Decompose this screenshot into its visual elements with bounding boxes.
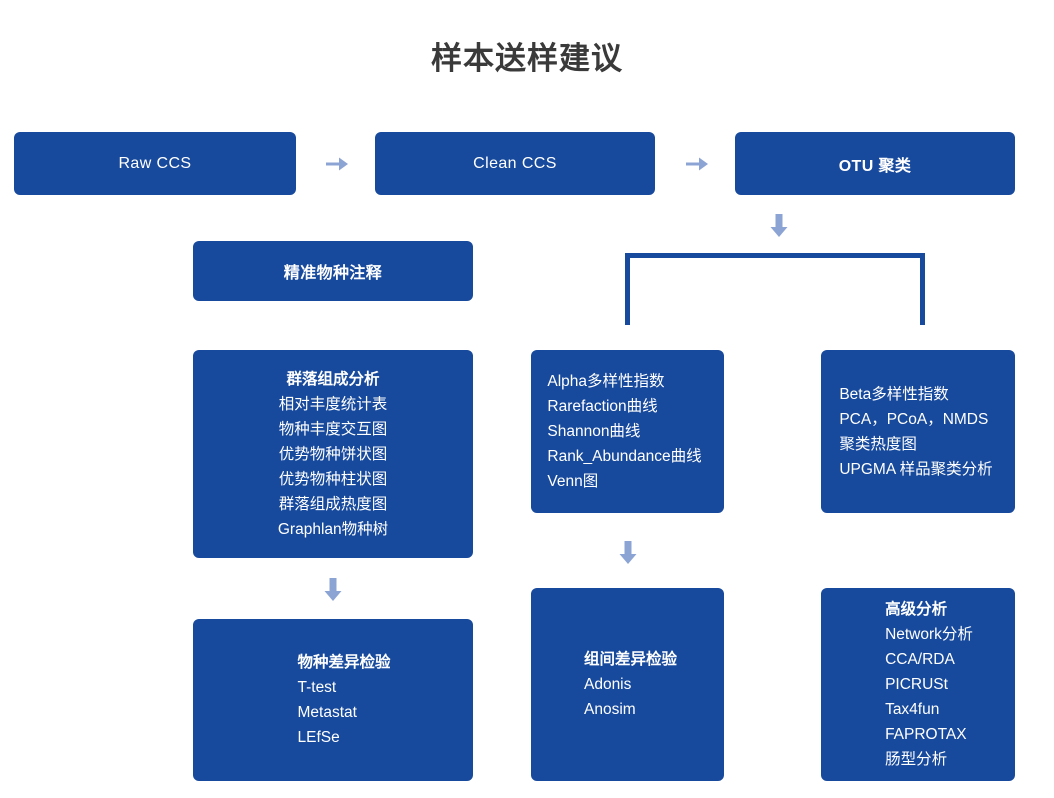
- list-item: Tax4fun: [885, 701, 940, 718]
- list-item: Venn图: [547, 473, 599, 490]
- panel-beta-diversity[interactable]: Beta多样性指数 PCA，PCoA，NMDS 聚类热度图 UPGMA 样品聚类…: [821, 350, 1015, 513]
- list-item: LEfSe: [297, 729, 340, 746]
- bracket-right-bar: [920, 253, 925, 325]
- panel-species-difference-list: 物种差异检验 T-test Metastat LEfSe: [297, 650, 390, 750]
- list-item: 肠型分析: [885, 751, 948, 768]
- list-item: UPGMA 样品聚类分析: [839, 460, 993, 478]
- list-item: Rarefaction曲线: [547, 398, 658, 415]
- stage-clean-ccs-label: Clean CCS: [473, 154, 557, 172]
- arrow-down-icon-otu: [766, 212, 792, 240]
- panel-community-composition[interactable]: 群落组成分析 相对丰度统计表 物种丰度交互图 优势物种饼状图 优势物种柱状图 群…: [193, 350, 473, 558]
- arrow-down-icon-middle: [615, 539, 641, 567]
- panel-group-difference-list: 组间差异检验 Adonis Anosim: [584, 647, 677, 722]
- list-item: 相对丰度统计表: [278, 395, 388, 413]
- list-item: 优势物种柱状图: [278, 470, 388, 488]
- list-item: Beta多样性指数: [839, 385, 949, 403]
- arrow-right-icon-1: [324, 152, 350, 176]
- list-item: 物种差异检验: [297, 654, 391, 671]
- bracket-top-bar: [625, 253, 925, 258]
- list-item: PICRUSt: [885, 676, 948, 693]
- list-item: Adonis: [583, 676, 632, 693]
- panel-species-difference[interactable]: 物种差异检验 T-test Metastat LEfSe: [193, 619, 473, 781]
- list-item: FAPROTAX: [885, 726, 967, 743]
- panel-group-difference[interactable]: 组间差异检验 Adonis Anosim: [531, 588, 724, 781]
- panel-beta-diversity-list: Beta多样性指数 PCA，PCoA，NMDS 聚类热度图 UPGMA 样品聚类…: [839, 382, 992, 482]
- panel-alpha-diversity-list: Alpha多样性指数 Rarefaction曲线 Shannon曲线 Rank_…: [547, 369, 701, 494]
- list-item: 聚类热度图: [839, 435, 917, 453]
- arrow-right-icon-2: [684, 152, 710, 176]
- stage-precise-annotation-label: 精准物种注释: [283, 265, 383, 282]
- list-item: PCA，PCoA，NMDS: [839, 410, 989, 428]
- list-item: Shannon曲线: [547, 423, 641, 440]
- list-item: Rank_Abundance曲线: [547, 448, 702, 465]
- panel-advanced-analysis-list: 高级分析 Network分析 CCA/RDA PICRUSt Tax4fun F…: [885, 597, 973, 772]
- list-item: 群落组成分析: [286, 370, 380, 388]
- panel-alpha-diversity[interactable]: Alpha多样性指数 Rarefaction曲线 Shannon曲线 Rank_…: [531, 350, 724, 513]
- bracket-connector: [625, 253, 925, 325]
- list-item: Graphlan物种树: [277, 520, 389, 538]
- bracket-left-bar: [625, 253, 630, 325]
- list-item: Network分析: [885, 626, 973, 643]
- list-item: T-test: [297, 679, 337, 696]
- list-item: CCA/RDA: [885, 651, 955, 668]
- list-item: 群落组成热度图: [278, 495, 388, 513]
- stage-precise-annotation[interactable]: 精准物种注释: [193, 241, 473, 301]
- list-item: 高级分析: [885, 601, 948, 618]
- stage-otu-clustering-label: OTU 聚类: [838, 157, 912, 175]
- panel-community-composition-list: 群落组成分析 相对丰度统计表 物种丰度交互图 优势物种饼状图 优势物种柱状图 群…: [278, 367, 388, 542]
- list-item: Alpha多样性指数: [547, 373, 665, 390]
- stage-raw-ccs-label: Raw CCS: [118, 154, 192, 172]
- list-item: 优势物种饼状图: [278, 445, 388, 463]
- page-title: 样本送样建议: [431, 41, 623, 76]
- arrow-down-icon-left: [320, 576, 346, 604]
- list-item: Anosim: [583, 701, 636, 718]
- list-item: 物种丰度交互图: [278, 420, 388, 438]
- stage-otu-clustering[interactable]: OTU 聚类: [735, 132, 1015, 195]
- panel-advanced-analysis[interactable]: 高级分析 Network分析 CCA/RDA PICRUSt Tax4fun F…: [821, 588, 1015, 781]
- list-item: Metastat: [297, 704, 357, 721]
- list-item: 组间差异检验: [583, 651, 677, 668]
- stage-raw-ccs[interactable]: Raw CCS: [14, 132, 296, 195]
- stage-clean-ccs[interactable]: Clean CCS: [375, 132, 655, 195]
